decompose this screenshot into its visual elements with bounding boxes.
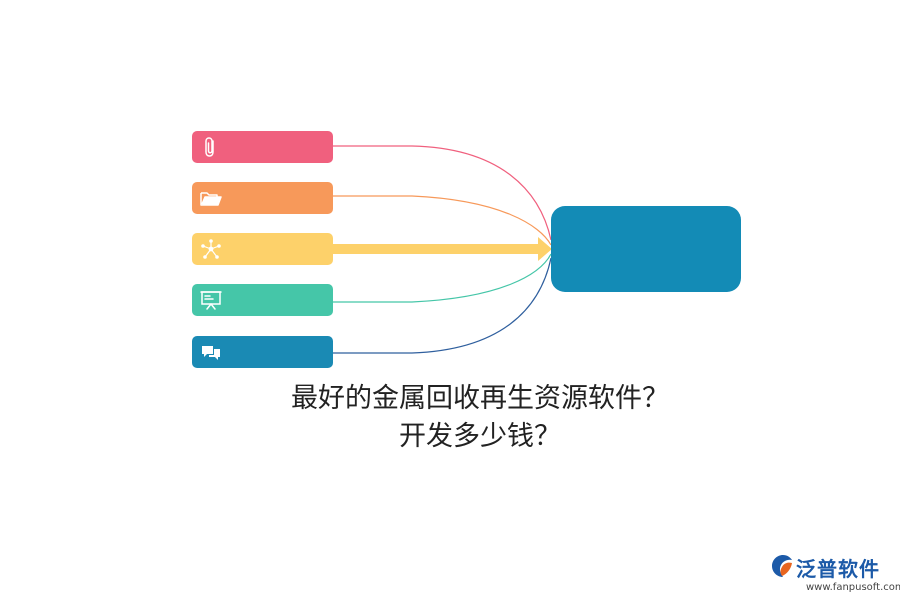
connector-folder: [333, 195, 552, 246]
center-node[interactable]: [551, 206, 741, 292]
title-line-2: 开发多少钱？: [399, 421, 561, 452]
diagram-title: 最好的金属回收再生资源软件？ 开发多少钱？: [200, 380, 760, 456]
connector-network-arrow: [333, 237, 552, 261]
fanpu-logo: 泛普软件 www.fanpusoft.com: [768, 550, 900, 598]
connector-presentation: [333, 253, 552, 303]
paperclip-icon: [205, 137, 214, 157]
logo-brand-text: 泛普软件: [796, 557, 880, 581]
presentation-board-icon: [200, 291, 222, 310]
connector-chat: [333, 257, 552, 354]
node-presentation[interactable]: [192, 284, 333, 316]
node-network[interactable]: [192, 233, 333, 265]
logo-mark-icon: [772, 555, 792, 577]
node-folder[interactable]: [192, 182, 333, 214]
chat-bubbles-icon: [202, 346, 220, 360]
node-chat[interactable]: [192, 336, 333, 368]
logo-url-text: www.fanpusoft.com: [806, 582, 900, 593]
node-paperclip[interactable]: [192, 131, 333, 163]
connector-paperclip: [333, 145, 552, 241]
network-icon: [201, 239, 221, 259]
title-line-1: 最好的金属回收再生资源软件？: [291, 383, 669, 414]
folder-open-icon: [200, 192, 222, 206]
